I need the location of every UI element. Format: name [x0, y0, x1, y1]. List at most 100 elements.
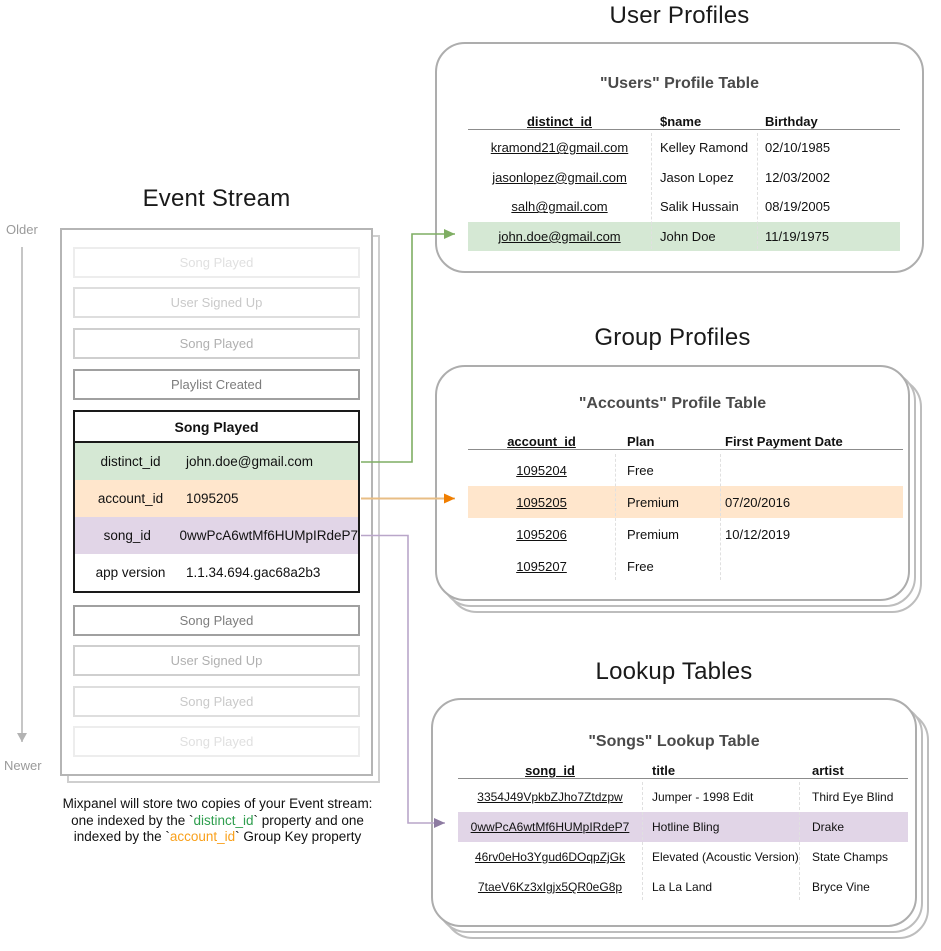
property-key: app version	[95, 565, 166, 580]
caption-text: one indexed by the `	[71, 812, 194, 828]
cell-artist: Third Eye Blind	[812, 790, 894, 804]
column-header-song-id: song_id	[525, 763, 575, 778]
property-value: 1.1.34.694.gac68a2b3	[186, 565, 321, 580]
cell-song-id: 7taeV6Kz3xIgjx5QR0eG8p	[477, 880, 623, 894]
cell-title: Jumper - 1998 Edit	[652, 790, 754, 804]
cell-distinct-id: kramond21@gmail.com	[490, 140, 629, 156]
column-divider	[799, 782, 800, 900]
header-divider	[468, 449, 903, 450]
users-card-title: "Users" Profile Table	[600, 75, 759, 92]
property-key: song_id	[103, 528, 151, 543]
table-row-highlighted: 0wwPcA6wtMf6HUMpIRdeP7 Hotline Bling Dra…	[458, 812, 908, 842]
property-key: account_id	[97, 491, 164, 506]
cell-birthday: 02/10/1985	[765, 140, 831, 156]
songs-card-title: "Songs" Lookup Table	[588, 733, 760, 750]
group-profiles-title: Group Profiles	[594, 324, 751, 351]
event-item: Song Played	[73, 605, 360, 636]
table-row: 1095204 Free	[468, 454, 903, 486]
caption-line-2: one indexed by the `distinct_id` propert…	[40, 813, 395, 830]
column-header-title: title	[652, 763, 676, 778]
cell-plan: Free	[627, 462, 654, 478]
caption-text: Mixpanel will store two copies of your E…	[62, 796, 373, 811]
cell-name: Kelley Ramond	[660, 140, 749, 156]
table-row: salh@gmail.com Salik Hussain 08/19/2005	[468, 192, 900, 222]
table-row-highlighted: john.doe@gmail.com John Doe 11/19/1975	[468, 221, 900, 251]
event-label: Song Played	[179, 734, 254, 749]
column-divider	[651, 133, 652, 249]
users-profile-card: "Users" Profile Table distinct_id $name …	[435, 42, 924, 273]
column-header-plan: Plan	[627, 434, 655, 449]
cell-account-id: 1095204	[516, 462, 567, 478]
event-item: Playlist Created	[73, 369, 360, 400]
column-header-name: $name	[660, 114, 702, 129]
property-value: 0wwPcA6wtMf6HUMpIRdeP7	[179, 528, 358, 543]
event-item: Song Played	[73, 328, 360, 359]
cell-plan: Premium	[627, 526, 680, 542]
cell-birthday: 08/19/2005	[765, 199, 831, 215]
caption: Mixpanel will store two copies of your E…	[40, 796, 395, 846]
column-divider	[642, 782, 643, 900]
event-property-distinct-id: distinct_id john.doe@gmail.com	[75, 443, 358, 480]
accounts-table-header: account_id Plan First Payment Date	[468, 427, 903, 449]
older-label: Older	[6, 222, 38, 237]
cell-song-id: 46rv0eHo3Ygud6DOqpZjGk	[474, 850, 626, 864]
column-header-birthday: Birthday	[765, 114, 818, 129]
event-item: Song Played	[73, 247, 360, 278]
users-table: distinct_id $name Birthday kramond21@gma…	[468, 109, 900, 251]
distinct-id-token: distinct_id	[193, 812, 254, 828]
event-label: Song Played	[179, 336, 254, 351]
table-row: 46rv0eHo3Ygud6DOqpZjGk Elevated (Acousti…	[458, 842, 908, 872]
event-label: Playlist Created	[170, 377, 263, 392]
cell-plan: Premium	[627, 494, 680, 510]
event-item: User Signed Up	[73, 287, 360, 318]
event-label: Song Played	[179, 694, 254, 709]
cell-song-id: 0wwPcA6wtMf6HUMpIRdeP7	[470, 820, 630, 834]
cell-birthday: 12/03/2002	[765, 169, 831, 185]
event-label: User Signed Up	[170, 295, 263, 310]
caption-line-1: Mixpanel will store two copies of your E…	[40, 796, 395, 813]
caption-text: ` Group Key property	[235, 829, 362, 844]
cell-name: Jason Lopez	[660, 169, 734, 185]
account-id-token: account_id	[169, 829, 236, 844]
cell-first-payment-date: 10/12/2019	[725, 526, 791, 542]
accounts-profile-card: "Accounts" Profile Table account_id Plan…	[435, 365, 910, 601]
event-property-song-id: song_id 0wwPcA6wtMf6HUMpIRdeP7	[75, 517, 358, 554]
event-label: User Signed Up	[170, 653, 263, 668]
cell-artist: Drake	[812, 820, 845, 834]
table-row: kramond21@gmail.com Kelley Ramond 02/10/…	[468, 133, 900, 163]
users-table-rows: kramond21@gmail.com Kelley Ramond 02/10/…	[468, 133, 900, 251]
cell-account-id: 1095205	[516, 494, 567, 510]
event-item: User Signed Up	[73, 645, 360, 676]
event-label: Song Played	[179, 613, 254, 628]
caption-text: ` property and one	[253, 812, 364, 828]
event-item: Song Played	[73, 686, 360, 717]
users-table-header: distinct_id $name Birthday	[468, 109, 900, 129]
column-divider	[720, 454, 721, 580]
property-value: john.doe@gmail.com	[186, 454, 314, 469]
event-stream-title: Event Stream	[142, 185, 291, 212]
expanded-event: Song Played distinct_id john.doe@gmail.c…	[73, 410, 360, 593]
cell-artist: State Champs	[812, 850, 889, 864]
accounts-table: account_id Plan First Payment Date 10952…	[468, 427, 903, 582]
user-profiles-title: User Profiles	[609, 2, 750, 29]
songs-table-rows: 3354J49VpkbZJho7Ztdzpw Jumper - 1998 Edi…	[458, 782, 908, 902]
cell-name: John Doe	[660, 228, 716, 244]
header-divider	[468, 129, 900, 130]
table-row: 3354J49VpkbZJho7Ztdzpw Jumper - 1998 Edi…	[458, 782, 908, 812]
newer-label: Newer	[4, 758, 42, 773]
songs-lookup-card: "Songs" Lookup Table song_id title artis…	[431, 698, 917, 927]
event-label: Song Played	[179, 255, 254, 270]
event-item: Song Played	[73, 726, 360, 757]
property-value: 1095205	[186, 491, 239, 506]
event-property-account-id: account_id 1095205	[75, 480, 358, 517]
property-key: distinct_id	[100, 454, 161, 469]
lookup-tables-title: Lookup Tables	[595, 658, 753, 685]
cell-distinct-id: john.doe@gmail.com	[498, 228, 621, 244]
expanded-event-title: Song Played	[75, 412, 358, 443]
caption-text: indexed by the `	[73, 829, 170, 844]
cell-title: Elevated (Acoustic Version)	[652, 850, 799, 864]
accounts-table-rows: 1095204 Free 1095205 Premium 07/20/2016 …	[468, 454, 903, 582]
cell-distinct-id: salh@gmail.com	[511, 199, 608, 215]
column-divider	[757, 133, 758, 249]
